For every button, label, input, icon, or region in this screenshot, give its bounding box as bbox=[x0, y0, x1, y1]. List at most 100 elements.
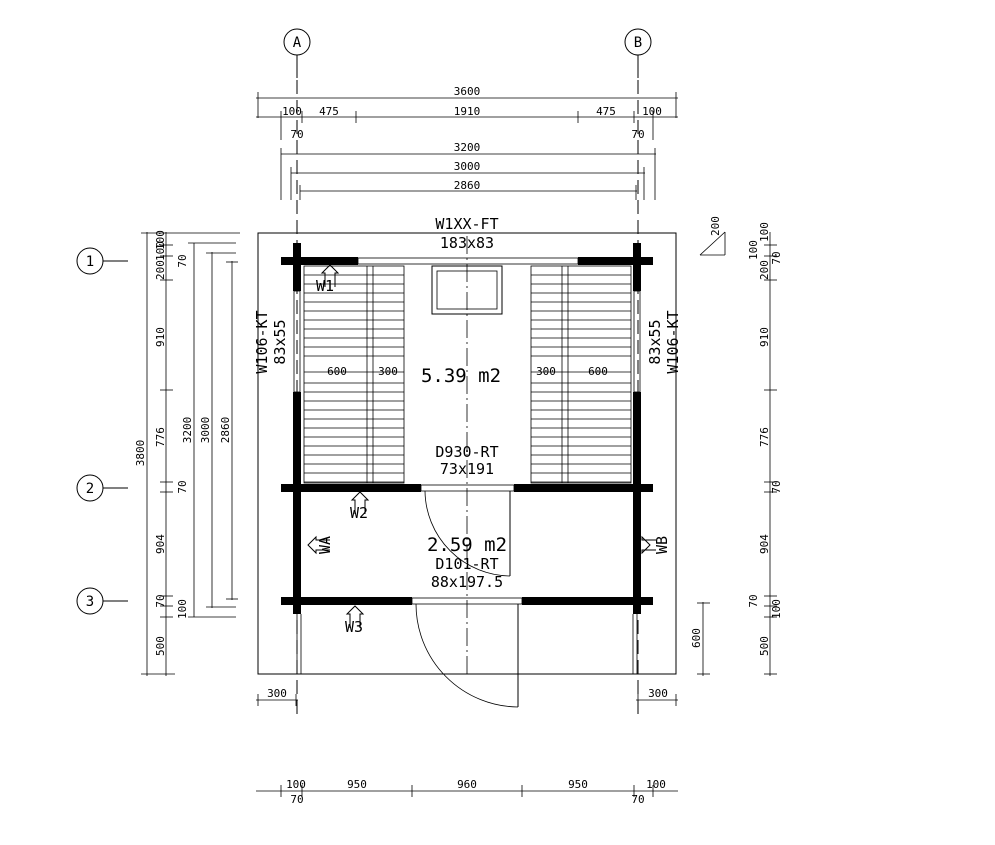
dim-top-3200: 3200 bbox=[454, 141, 481, 154]
dim-top-seg-1: 100 bbox=[282, 105, 302, 118]
door-inner-code: D930-RT bbox=[435, 443, 498, 461]
grid-axis-b-label: B bbox=[634, 35, 642, 51]
door-inner bbox=[420, 484, 515, 577]
dim-left-chain-10: 100 bbox=[176, 599, 189, 619]
bottom-dimension-chain: 100 950 960 950 100 70 70 bbox=[256, 778, 678, 806]
dim-right-porch: 600 bbox=[690, 628, 703, 648]
dim-left-overall: 3800 bbox=[134, 440, 147, 467]
grid-axis-1: 1 bbox=[76, 247, 128, 275]
dim-overhang-right: 300 bbox=[648, 687, 668, 700]
dim-left-chain-7: 70 bbox=[176, 480, 189, 493]
door-outer-size: 88x197.5 bbox=[431, 573, 503, 591]
wall-marker-w2: W2 bbox=[350, 491, 370, 522]
dim-right-slope: 200 bbox=[709, 216, 722, 236]
dim-bottom-seg-1: 100 bbox=[286, 778, 306, 791]
window-top-size: 183x83 bbox=[440, 234, 494, 252]
dim-right-chain-5: 910 bbox=[758, 327, 771, 347]
window-right-size: 83x55 bbox=[646, 319, 664, 364]
dim-top-seg-5: 100 bbox=[642, 105, 662, 118]
dim-top-3000: 3000 bbox=[454, 160, 481, 173]
door-outer bbox=[411, 597, 523, 708]
door-inner-size: 73x191 bbox=[440, 460, 494, 478]
grid-axis-1-label: 1 bbox=[86, 254, 94, 270]
dim-left-chain-3: 200 bbox=[154, 260, 167, 280]
dim-left-chain-11: 500 bbox=[154, 636, 167, 656]
window-left bbox=[293, 290, 301, 393]
bench-left bbox=[303, 265, 405, 484]
dim-right-chain-7: 70 bbox=[770, 480, 783, 493]
grid-axis-3-label: 3 bbox=[86, 594, 94, 610]
bench-dim-1: 600 bbox=[327, 365, 347, 378]
dim-left-chain-6: 776 bbox=[154, 427, 167, 447]
dim-left-chain-2: 100 bbox=[154, 241, 167, 261]
wall-marker-wb-label: WB bbox=[653, 536, 671, 554]
roof-slope-marker: 200 bbox=[699, 216, 726, 256]
wall-marker-w1-label: W1 bbox=[316, 277, 334, 295]
dim-bottom-sub-right: 70 bbox=[631, 793, 644, 806]
wall-marker-w1: W1 bbox=[316, 264, 340, 295]
dim-left-3000: 3000 bbox=[199, 417, 212, 444]
grid-axis-2-label: 2 bbox=[86, 481, 94, 497]
dim-bottom-seg-5: 100 bbox=[646, 778, 666, 791]
dim-right-chain-6: 776 bbox=[758, 427, 771, 447]
wall-marker-w2-label: W2 bbox=[350, 504, 368, 522]
dim-top-seg-2: 475 bbox=[319, 105, 339, 118]
right-dimension-chain: 100 100 200 70 910 776 70 904 70 100 500… bbox=[690, 216, 783, 676]
dim-top-sub-left: 70 bbox=[290, 128, 303, 141]
dim-top-seg-3: 1910 bbox=[454, 105, 481, 118]
wall-marker-wa: WA bbox=[307, 535, 334, 555]
dim-left-chain-9: 70 bbox=[154, 594, 167, 607]
dim-top-sub-right: 70 bbox=[631, 128, 644, 141]
wall-marker-wb: WB bbox=[641, 535, 671, 555]
window-top bbox=[357, 257, 579, 265]
walls bbox=[281, 243, 653, 674]
window-left-size: 83x55 bbox=[271, 319, 289, 364]
dim-right-chain-2: 100 bbox=[758, 222, 771, 242]
top-dimension-chain: 3600 100 475 1910 475 100 70 70 3200 300… bbox=[256, 85, 678, 200]
dim-right-chain-1: 100 bbox=[747, 240, 760, 260]
dim-bottom-seg-3: 960 bbox=[457, 778, 477, 791]
dim-right-chain-9: 70 bbox=[747, 594, 760, 607]
grid-axis-a: A bbox=[283, 28, 311, 78]
dim-left-chain-1: 100 bbox=[154, 230, 167, 250]
dim-top-seg-4: 475 bbox=[596, 105, 616, 118]
wall-marker-w3-label: W3 bbox=[345, 618, 363, 636]
dim-bottom-seg-4: 950 bbox=[568, 778, 588, 791]
wall-marker-w3: W3 bbox=[345, 605, 365, 636]
dim-top-2860: 2860 bbox=[454, 179, 481, 192]
left-dimension-chain: 3800 100 100 200 70 910 776 70 904 70 10… bbox=[134, 230, 240, 676]
wall-marker-wa-label: WA bbox=[316, 536, 334, 554]
dim-bottom-sub-left: 70 bbox=[290, 793, 303, 806]
window-right-code: W106-KT bbox=[664, 310, 682, 373]
bench-right bbox=[530, 265, 632, 484]
dim-right-chain-3: 200 bbox=[758, 260, 771, 280]
dim-left-chain-4: 70 bbox=[176, 254, 189, 267]
window-left-code: W106-KT bbox=[253, 310, 271, 373]
dim-left-chain-8: 904 bbox=[154, 534, 167, 554]
dim-bottom-seg-2: 950 bbox=[347, 778, 367, 791]
dim-left-2860: 2860 bbox=[219, 417, 232, 444]
stove bbox=[431, 265, 503, 315]
dim-right-chain-10: 100 bbox=[770, 599, 783, 619]
bench-dim-3: 300 bbox=[536, 365, 556, 378]
dim-left-chain-5: 910 bbox=[154, 327, 167, 347]
bench-dim-2: 300 bbox=[378, 365, 398, 378]
bench-dim-4: 600 bbox=[588, 365, 608, 378]
dim-overhang-left: 300 bbox=[267, 687, 287, 700]
window-top-code: W1XX-FT bbox=[435, 215, 498, 233]
lobby-area: 2.59 m2 bbox=[427, 534, 507, 556]
door-outer-code: D101-RT bbox=[435, 555, 498, 573]
dim-left-3200: 3200 bbox=[181, 417, 194, 444]
grid-axis-b: B bbox=[624, 28, 652, 78]
window-right bbox=[633, 290, 641, 393]
dim-right-chain-8: 904 bbox=[758, 534, 771, 554]
dim-right-chain-4: 70 bbox=[770, 251, 783, 264]
grid-axis-2: 2 bbox=[76, 474, 128, 502]
sauna-area: 5.39 m2 bbox=[421, 365, 501, 387]
grid-axis-3: 3 bbox=[76, 587, 128, 615]
bench-dimensions: 600 300 300 600 bbox=[304, 365, 631, 378]
grid-axis-a-label: A bbox=[293, 35, 302, 51]
overhang-dimensions: 300 300 bbox=[256, 687, 678, 706]
dim-right-chain-11: 500 bbox=[758, 636, 771, 656]
